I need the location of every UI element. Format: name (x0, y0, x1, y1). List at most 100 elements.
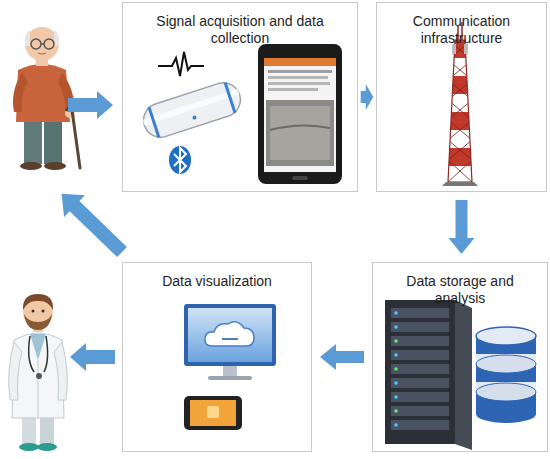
doctor-part (19, 443, 39, 451)
smartphone-part (292, 176, 308, 180)
elderly-patient-part (54, 30, 59, 46)
box-title: Signal acquisition and data collection (155, 13, 325, 47)
wearable-sensor-part (225, 82, 235, 112)
process-box: Data storage and analysis (372, 262, 548, 452)
box-title: Communication infrastructure (402, 13, 522, 47)
doctor-part (9, 342, 22, 400)
smartphone-part (266, 100, 334, 166)
process-box: Communication infrastructure (376, 2, 547, 192)
server-rack-part (391, 322, 449, 332)
process-box: Signal acquisition and data collection (122, 2, 358, 192)
monitor-part (223, 366, 237, 376)
smartphone-part (270, 106, 330, 160)
communication-tower-part-part (440, 148, 480, 166)
communication-tower-part (448, 40, 472, 182)
server-rack-part (394, 381, 398, 385)
database-symbol-part (476, 355, 536, 373)
doctor-part (23, 294, 53, 310)
smartphone-part (268, 70, 332, 73)
ecg-signal (158, 52, 204, 76)
server-rack-part (385, 300, 455, 444)
elderly-patient-part (25, 27, 59, 61)
server-rack-part (391, 392, 449, 402)
flow-arrow-part (68, 91, 113, 119)
mobile-device-part (184, 396, 242, 430)
process-box: Data visualization (122, 262, 312, 452)
doctor-part (32, 310, 35, 313)
elderly-patient-part (38, 53, 46, 54)
server-rack-part (394, 409, 398, 413)
monitor (184, 304, 276, 380)
smartphone-part (268, 82, 330, 85)
elderly-patient-part (72, 110, 80, 168)
flow-arrow (320, 344, 364, 370)
elderly-patient-part (13, 72, 28, 112)
flow-arrow-part (70, 343, 115, 371)
communication-tower-part-part (440, 76, 480, 94)
smartphone-part (270, 125, 330, 130)
database-symbol (476, 327, 536, 423)
database-symbol-part (476, 327, 536, 345)
elderly-patient-part (44, 162, 66, 170)
bluetooth-symbol-part (169, 146, 191, 174)
database-symbol-part (476, 405, 536, 423)
mobile-device-part (207, 406, 219, 418)
doctor-part (42, 310, 45, 313)
server-rack-part (391, 378, 449, 388)
smartphone-part (268, 76, 328, 79)
elderly-patient-part (44, 39, 54, 49)
doctor-part (29, 336, 48, 372)
smartphone-part (268, 88, 318, 91)
monitor-part (208, 376, 252, 380)
server-rack-part (391, 308, 449, 318)
communication-tower-part-part (448, 40, 472, 182)
communication-tower-part (442, 182, 478, 186)
monitor-part (205, 322, 254, 346)
server-rack-part (394, 367, 398, 371)
flow-arrow-part (51, 183, 132, 263)
monitor-part (188, 308, 272, 362)
doctor (9, 294, 68, 451)
box-title: Data visualization (132, 273, 302, 290)
doctor-part (30, 334, 46, 360)
server-rack-part (391, 406, 449, 416)
wearable-sensor-part (192, 115, 197, 120)
server-rack-part (394, 353, 398, 357)
server-rack-part (394, 325, 398, 329)
bluetooth-symbol (169, 146, 191, 174)
communication-tower-part-part (440, 112, 480, 130)
wearable-sensor-part (139, 78, 245, 141)
flow-arrow (51, 91, 132, 371)
smartphone-part (264, 58, 336, 66)
flow-arrow (361, 84, 374, 110)
server-rack-part (394, 423, 398, 427)
elderly-patient-part (44, 118, 62, 164)
box-title: Data storage and analysis (395, 273, 525, 307)
bluetooth-symbol-part (174, 148, 186, 172)
server-rack-part (455, 300, 472, 450)
doctor-part (38, 360, 39, 418)
wearable-sensor-part (149, 107, 159, 137)
server-rack-part (391, 364, 449, 374)
database-symbol-part (476, 383, 536, 401)
server-rack (385, 300, 472, 450)
communication-tower (440, 22, 480, 186)
mobile-device-part (190, 400, 236, 426)
elderly-patient-part (31, 39, 41, 49)
elderly-patient-part (25, 30, 30, 46)
server-rack-part (394, 339, 398, 343)
doctor-part (12, 333, 64, 418)
wearable-sensor (139, 78, 245, 141)
wearable-sensor-part (143, 89, 240, 126)
flow-arrow (449, 200, 475, 254)
elderly-patient-part (41, 43, 44, 45)
doctor-part (54, 342, 67, 400)
monitor-part (184, 304, 276, 366)
server-rack-part (391, 350, 449, 360)
monitor-part (222, 338, 238, 340)
elderly-patient-part (24, 118, 42, 164)
doctor-part (37, 443, 57, 451)
